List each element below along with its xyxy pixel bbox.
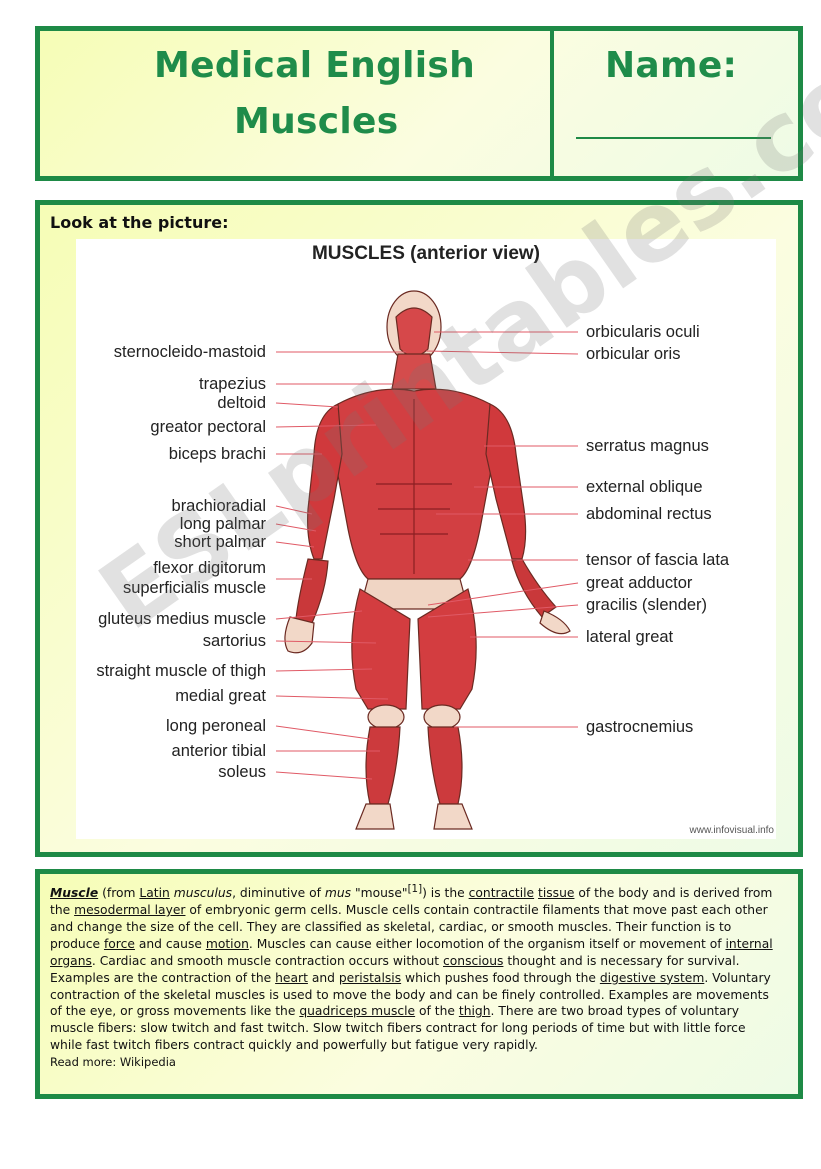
name-write-line[interactable] (576, 137, 771, 139)
label-orbicular-oris: orbicular oris (586, 345, 680, 363)
muscle-diagram: MUSCLES (anterior view) (76, 239, 776, 839)
link-contractile[interactable]: contractile (468, 886, 535, 901)
right-label-group: orbicularis oculi orbicular oris serratu… (425, 323, 730, 736)
label-gluteus-medius-muscle: gluteus medius muscle (98, 610, 266, 628)
label-medial-great: medial great (175, 687, 266, 705)
label-short-palmar: short palmar (174, 533, 266, 551)
left-hand (284, 616, 315, 654)
label-serratus-magnus: serratus magnus (586, 437, 709, 455)
right-knee (423, 704, 461, 730)
label-tensor-of-fascia-lata: tensor of fascia lata (586, 551, 730, 569)
figure-title: MUSCLES (anterior view) (312, 243, 540, 264)
header-box: Medical English Muscles Name: (35, 26, 803, 181)
link-motion[interactable]: motion (205, 936, 249, 951)
page-title: Medical English (154, 45, 476, 86)
link-force[interactable]: force (103, 936, 135, 951)
left-foot (355, 803, 395, 830)
label-abdominal-rectus: abdominal rectus (586, 505, 712, 523)
link-quadriceps-muscle[interactable]: quadriceps muscle (299, 1004, 416, 1019)
right-hand (539, 610, 571, 635)
label-gracilis: gracilis (slender) (586, 596, 707, 614)
page-subtitle: Muscles (234, 101, 399, 142)
human-body-figure (284, 290, 571, 830)
link-heart[interactable]: heart (275, 970, 308, 985)
right-upper-arm (485, 403, 527, 560)
label-long-palmar: long palmar (180, 515, 267, 533)
title-cell (40, 31, 554, 176)
link-latin[interactable]: Latin (139, 886, 170, 901)
label-sternocleido-mastoid: sternocleido-mastoid (114, 343, 266, 361)
label-flexor-digitorum: flexor digitorum (153, 559, 266, 577)
label-orbicularis-oculi: orbicularis oculi (586, 323, 700, 341)
link-thigh[interactable]: thigh (458, 1004, 491, 1019)
link-internal-organs[interactable]: internal organs (50, 936, 773, 968)
name-label: Name: (605, 45, 738, 86)
label-straight-muscle-of-thigh: straight muscle of thigh (96, 662, 266, 680)
label-soleus: soleus (218, 763, 266, 781)
label-great-adductor: great adductor (586, 574, 693, 592)
term-muscle[interactable]: Muscle (50, 886, 99, 901)
link-conscious[interactable]: conscious (443, 953, 504, 968)
label-external-oblique: external oblique (586, 478, 703, 496)
neck-muscles (391, 353, 437, 390)
link-peristalsis[interactable]: peristalsis (338, 970, 402, 985)
label-trapezius: trapezius (199, 375, 266, 393)
label-gastrocnemius: gastrocnemius (586, 718, 693, 736)
left-lower-leg (365, 726, 401, 805)
link-mesodermal-layer[interactable]: mesodermal layer (74, 903, 186, 917)
text-box: Muscle (from Latin musculus, diminutive … (35, 869, 803, 1099)
muscle-diagram-svg: MUSCLES (anterior view) (96, 243, 775, 836)
label-lateral-great: lateral great (586, 628, 674, 646)
label-greator-pectoral: greator pectoral (150, 418, 266, 436)
figure-credit: www.infovisual.info (689, 825, 775, 836)
read-more-link[interactable]: Read more: Wikipedia (50, 1055, 176, 1070)
label-brachioradial: brachioradial (172, 497, 266, 515)
right-foot (433, 803, 473, 830)
face-muscles (395, 307, 433, 357)
link-digestive-system[interactable]: digestive system (599, 970, 705, 985)
label-superficialis-muscle: superficialis muscle (123, 579, 266, 597)
label-deltoid: deltoid (217, 394, 266, 412)
picture-box: Look at the picture: MUSCLES (anterior v… (35, 200, 803, 857)
left-label-group: sternocleido-mastoid trapezius deltoid g… (96, 343, 406, 781)
label-sartorius: sartorius (203, 632, 266, 650)
label-anterior-tibial: anterior tibial (172, 742, 266, 760)
left-knee (367, 704, 405, 730)
right-lower-leg (427, 726, 463, 805)
left-forearm (295, 558, 329, 624)
picture-instruction: Look at the picture: (50, 213, 229, 232)
label-biceps-brachi: biceps brachi (169, 445, 266, 463)
muscle-definition-paragraph: Muscle (from Latin musculus, diminutive … (50, 881, 780, 1071)
link-tissue[interactable]: tissue (538, 886, 575, 901)
label-long-peroneal: long peroneal (166, 717, 266, 735)
reference-link[interactable]: [1] (407, 883, 423, 895)
left-upper-arm (307, 403, 343, 560)
abdominal-lines (376, 483, 452, 535)
